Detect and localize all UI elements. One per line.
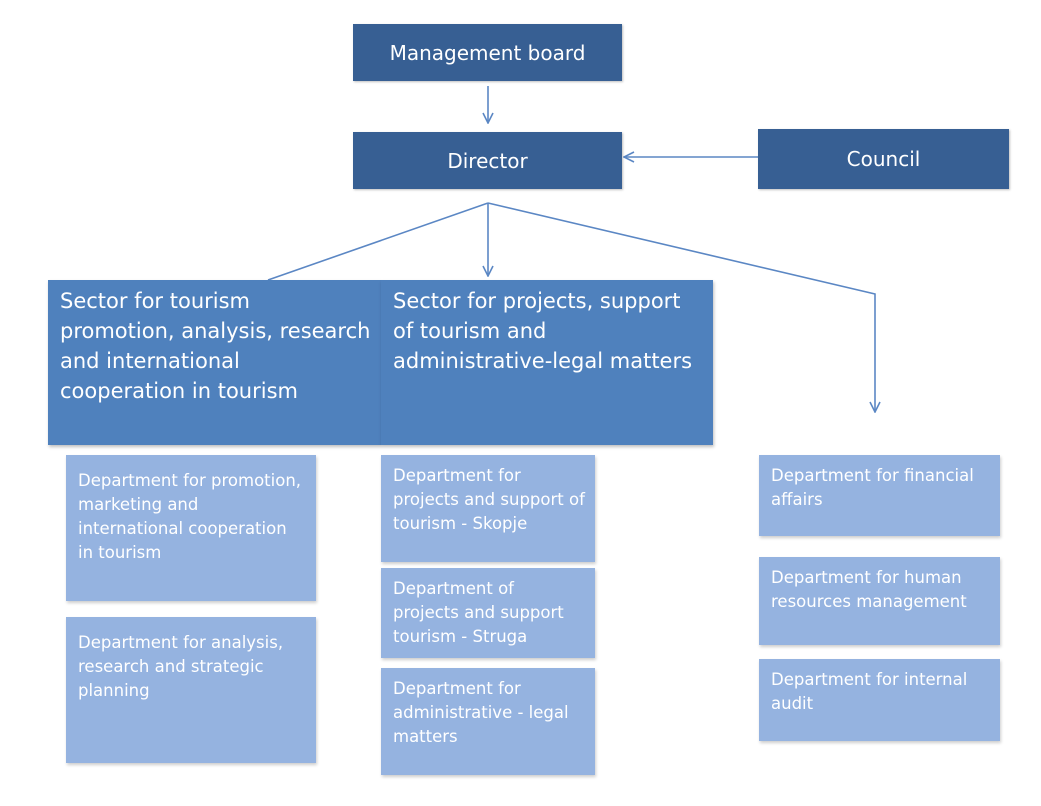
council-box: Council xyxy=(758,129,1009,189)
dept-administrative-legal-label: Department for administrative - legal ma… xyxy=(393,679,569,746)
dept-promotion-marketing: Department for promotion, marketing and … xyxy=(66,455,316,601)
sector-projects-support-label: Sector for projects, support of tourism … xyxy=(393,289,693,373)
dept-projects-struga-label: Department of projects and support touri… xyxy=(393,579,564,646)
dept-administrative-legal: Department for administrative - legal ma… xyxy=(381,668,595,775)
council-label: Council xyxy=(846,147,921,171)
dept-internal-audit-label: Department for internal audit xyxy=(771,670,968,713)
sector-tourism-promotion-label: Sector for tourism promotion, analysis, … xyxy=(60,289,371,403)
dept-internal-audit: Department for internal audit xyxy=(759,659,1000,741)
sector-projects-support: Sector for projects, support of tourism … xyxy=(381,280,713,445)
dept-financial-affairs-label: Department for financial affairs xyxy=(771,466,974,509)
dept-promotion-marketing-label: Department for promotion, marketing and … xyxy=(78,471,302,562)
dept-human-resources-label: Department for human resources managemen… xyxy=(771,568,967,611)
dept-analysis-research: Department for analysis, research and st… xyxy=(66,617,316,763)
dept-projects-struga: Department of projects and support touri… xyxy=(381,568,595,658)
dept-financial-affairs: Department for financial affairs xyxy=(759,455,1000,536)
arrow-director-to-right-column xyxy=(487,202,875,412)
dept-analysis-research-label: Department for analysis, research and st… xyxy=(78,633,284,700)
dept-human-resources: Department for human resources managemen… xyxy=(759,557,1000,645)
management-board-box: Management board xyxy=(353,24,622,81)
director-label: Director xyxy=(447,148,528,173)
management-board-label: Management board xyxy=(389,40,586,65)
dept-projects-skopje-label: Department for projects and support of t… xyxy=(393,466,585,533)
line-director-to-sector-left xyxy=(267,202,489,281)
director-box: Director xyxy=(353,132,622,189)
sector-tourism-promotion: Sector for tourism promotion, analysis, … xyxy=(48,280,381,445)
dept-projects-skopje: Department for projects and support of t… xyxy=(381,455,595,562)
